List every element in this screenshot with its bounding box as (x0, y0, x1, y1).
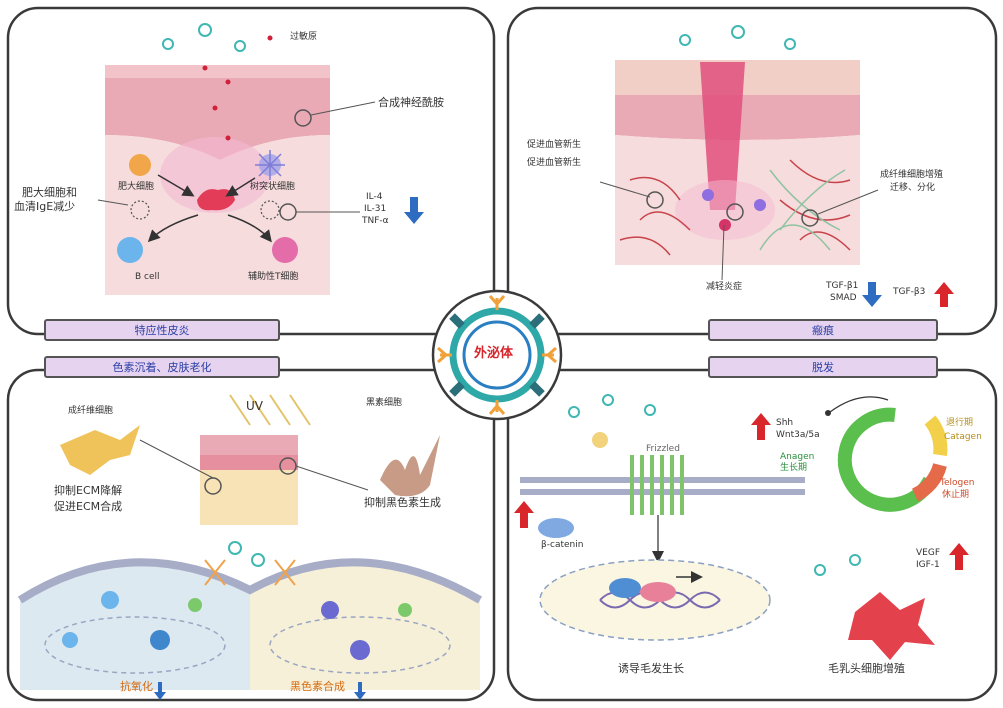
melanin-inhibit-label: 抑制黑色素生成 (364, 496, 441, 509)
bar-atopic: 特应性皮炎 (44, 319, 280, 341)
melanin-synthesis-label: 黑色素合成 (290, 680, 345, 693)
papilla-label: 毛乳头细胞增殖 (828, 662, 905, 675)
ecm-label-1: 抑制ECM降解 (54, 484, 123, 497)
angiogenesis-label-1: 促进血管新生 (527, 140, 582, 150)
cytokine-il4: IL-4 (366, 192, 383, 202)
anagen-label: Anagen (780, 452, 815, 462)
bar-pigment: 色素沉着、皮肤老化 (44, 356, 280, 378)
catagen-cn-label: 退行期 (946, 418, 974, 428)
melanocyte-label: 黑素细胞 (366, 398, 403, 408)
pigment-graphics (17, 394, 483, 700)
wnt-label: Wnt3a/5a (776, 430, 820, 440)
fibroblast-prolif-label-1: 成纤维细胞增殖 (880, 170, 944, 180)
b-cell-label: B cell (135, 272, 160, 282)
fibroblast-label: 成纤维细胞 (68, 406, 114, 416)
allergen-label: 过敏原 (290, 32, 318, 42)
mast-ige-label-1: 肥大细胞和 (22, 186, 77, 199)
marker-tgfb3: TGF-β3 (893, 287, 926, 297)
bar-hair: 脱发 (708, 356, 938, 378)
marker-tgfb1: TGF-β1 (826, 281, 859, 291)
bar-scar: 瘢痕 (708, 319, 938, 341)
center-exosome-label: 外泌体 (474, 346, 514, 361)
cytokine-il31: IL-31 (364, 204, 387, 214)
atopic-skin (97, 23, 424, 295)
shh-label: Shh (776, 418, 794, 428)
cytokine-tnf: TNF-α (362, 216, 389, 226)
scar-skin (599, 25, 954, 307)
exosome-graphic (431, 289, 563, 421)
hair-growth-label: 诱导毛发生长 (618, 662, 684, 675)
beta-catenin-label: β-catenin (541, 540, 584, 550)
inflammation-label: 减轻炎症 (706, 282, 743, 292)
uv-label: UV (246, 399, 263, 413)
panel-hair-frame (506, 368, 998, 702)
marker-smad: SMAD (830, 293, 857, 303)
antioxidant-label: 抗氧化 (120, 680, 153, 693)
angiogenesis-label-2: 促进血管新生 (527, 158, 582, 168)
th-cell-label: 辅助性T细胞 (248, 272, 299, 282)
mast-cell-label: 肥大细胞 (118, 182, 155, 192)
telogen-label: Telogen (940, 478, 975, 488)
anagen-cn-label: 生长期 (780, 463, 808, 473)
vegf-label: VEGF (916, 548, 940, 558)
ecm-label-2: 促进ECM合成 (54, 500, 123, 513)
mast-ige-label-2: 血清IgE减少 (14, 200, 76, 213)
telogen-cn-label: 休止期 (942, 490, 970, 500)
ceramide-label: 合成神经酰胺 (378, 96, 444, 109)
igf-label: IGF-1 (916, 560, 940, 570)
fibroblast-prolif-label-2: 迁移、分化 (890, 183, 936, 193)
hair-graphics (514, 394, 969, 660)
frizzled-label: Frizzled (646, 444, 680, 454)
dendritic-cell-label: 树突状细胞 (250, 182, 296, 192)
catagen-label: Catagen (944, 432, 982, 442)
